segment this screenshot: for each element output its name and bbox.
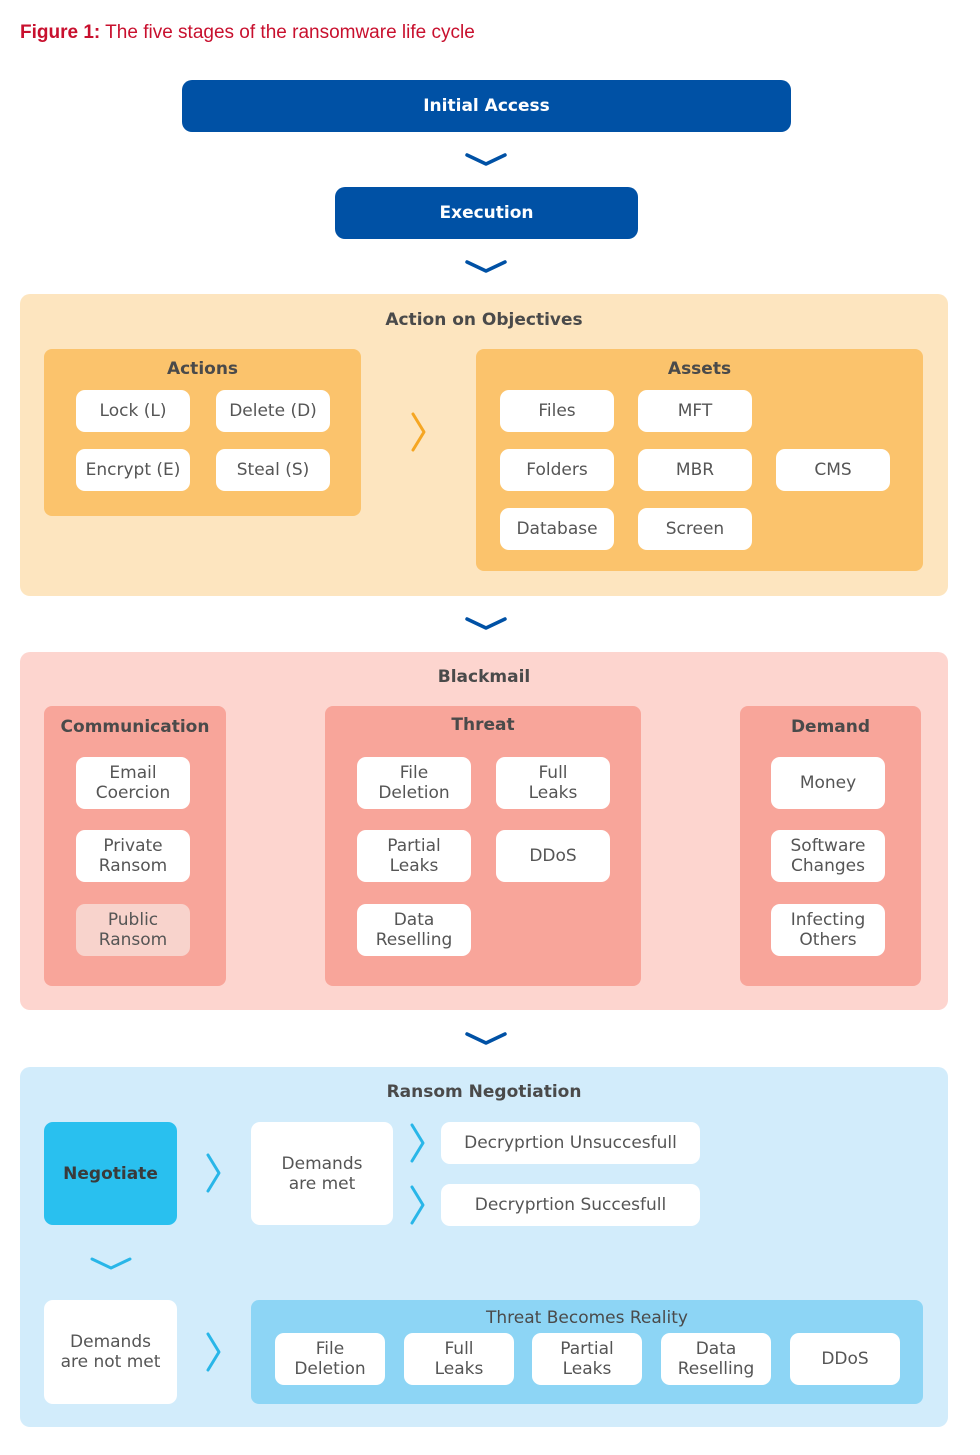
action-chip: Lock (L): [76, 390, 190, 432]
assets-title: Assets: [667, 359, 732, 379]
communication-chip: Public Ransom: [76, 904, 190, 956]
asset-chip: CMS: [776, 449, 890, 491]
chevron-down-icon: [90, 1257, 132, 1270]
threat-chip: DDoS: [496, 830, 610, 882]
threat-reality-chip: Full Leaks: [404, 1333, 514, 1385]
panel-blackmail: Blackmail Communication Email Coercion P…: [20, 652, 948, 1010]
communication-group: Communication Email Coercion Private Ran…: [44, 706, 226, 986]
threat-chip: Full Leaks: [496, 757, 610, 809]
chevron-right-icon: [411, 412, 426, 452]
panel-ransom-negotiation-title: Ransom Negotiation: [386, 1082, 582, 1102]
chevron-down-icon: [465, 617, 507, 630]
panel-blackmail-title: Blackmail: [437, 667, 531, 687]
asset-chip: Screen: [638, 508, 752, 550]
threat-reality-title: Threat Becomes Reality: [486, 1308, 688, 1328]
figure-caption-label: Figure 1:: [20, 22, 101, 43]
asset-chip: MBR: [638, 449, 752, 491]
threat-chip: Data Reselling: [357, 904, 471, 956]
chevron-right-icon: [410, 1123, 425, 1163]
asset-chip: Folders: [500, 449, 614, 491]
demand-chip: Money: [771, 757, 885, 809]
panel-ransom-negotiation: Ransom Negotiation Negotiate Demands are…: [20, 1067, 948, 1427]
demand-group: Demand Money Software Changes Infecting …: [740, 706, 921, 986]
asset-chip: Files: [500, 390, 614, 432]
actions-title: Actions: [166, 359, 239, 379]
communication-chip: Private Ransom: [76, 830, 190, 882]
asset-chip: MFT: [638, 390, 752, 432]
threat-title: Threat: [451, 715, 515, 735]
panel-action-on-objectives-title: Action on Objectives: [385, 310, 583, 330]
figure-caption-text: The five stages of the ransomware life c…: [105, 22, 475, 43]
outcome-chip: Decryprtion Succesfull: [441, 1184, 700, 1226]
assets-group: Assets Files MFT Folders MBR CMS Databas…: [476, 349, 923, 571]
threat-reality-group: Threat Becomes Reality File Deletion Ful…: [251, 1300, 923, 1404]
communication-title: Communication: [60, 717, 210, 737]
demand-title: Demand: [790, 717, 871, 737]
chevron-down-icon: [465, 1032, 507, 1045]
chevron-down-icon: [465, 153, 507, 166]
chevron-right-icon: [410, 1185, 425, 1225]
threat-reality-chip: File Deletion: [275, 1333, 385, 1385]
panel-action-on-objectives: Action on Objectives Actions Lock (L) De…: [20, 294, 948, 596]
threat-chip: Partial Leaks: [357, 830, 471, 882]
threat-group: Threat File Deletion Full Leaks Partial …: [325, 706, 641, 986]
demands-met-box: Demands are met: [251, 1122, 393, 1225]
action-chip: Steal (S): [216, 449, 330, 491]
negotiate-box: Negotiate: [44, 1122, 177, 1225]
action-chip: Delete (D): [216, 390, 330, 432]
stage-initial-access-label: Initial Access: [423, 96, 550, 116]
demand-chip: Infecting Others: [771, 904, 885, 956]
stage-execution-label: Execution: [439, 203, 534, 223]
actions-group: Actions Lock (L) Delete (D) Encrypt (E) …: [44, 349, 361, 516]
threat-chip: File Deletion: [357, 757, 471, 809]
communication-chip: Email Coercion: [76, 757, 190, 809]
threat-reality-chip: Data Reselling: [661, 1333, 771, 1385]
chevron-right-icon: [206, 1332, 221, 1372]
figure-caption: Figure 1: The five stages of the ransomw…: [20, 22, 475, 44]
action-chip: Encrypt (E): [76, 449, 190, 491]
demand-chip: Software Changes: [771, 830, 885, 882]
demands-not-met-box: Demands are not met: [44, 1300, 177, 1404]
outcome-chip: Decryprtion Unsuccesfull: [441, 1122, 700, 1164]
asset-chip: Database: [500, 508, 614, 550]
threat-reality-chip: Partial Leaks: [532, 1333, 642, 1385]
stage-execution: Execution: [335, 187, 638, 239]
chevron-right-icon: [206, 1153, 221, 1193]
chevron-down-icon: [465, 260, 507, 273]
stage-initial-access: Initial Access: [182, 80, 791, 132]
threat-reality-chip: DDoS: [790, 1333, 900, 1385]
